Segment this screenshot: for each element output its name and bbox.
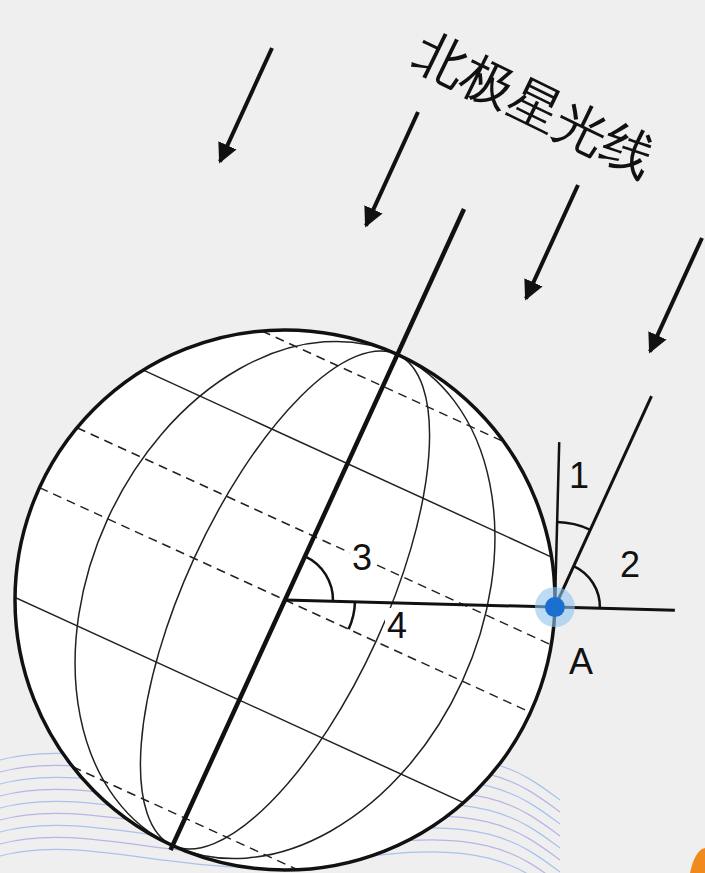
corner-mark xyxy=(690,848,705,873)
angle-arc xyxy=(349,602,355,629)
meridian xyxy=(82,313,489,873)
ray-title: 北极星光线 xyxy=(407,25,663,186)
light-arrow xyxy=(220,48,272,162)
star-ray xyxy=(555,396,652,607)
light-arrow xyxy=(650,238,702,352)
angle-number: 4 xyxy=(385,608,409,644)
point-label: A xyxy=(569,644,593,680)
point-dot xyxy=(545,597,565,617)
angle-arc xyxy=(305,556,333,601)
point-halo xyxy=(535,587,575,627)
earth-axis xyxy=(171,209,464,850)
light-arrow xyxy=(366,112,418,226)
meridian xyxy=(0,273,575,873)
radius-line xyxy=(285,600,675,610)
angle-arc xyxy=(574,566,600,608)
angle-number: 2 xyxy=(620,547,640,583)
angle-number: 3 xyxy=(350,540,374,576)
angle-arc xyxy=(557,522,590,530)
light-arrow xyxy=(526,185,578,299)
horizon-line xyxy=(555,442,559,607)
angle-number: 1 xyxy=(569,458,589,494)
